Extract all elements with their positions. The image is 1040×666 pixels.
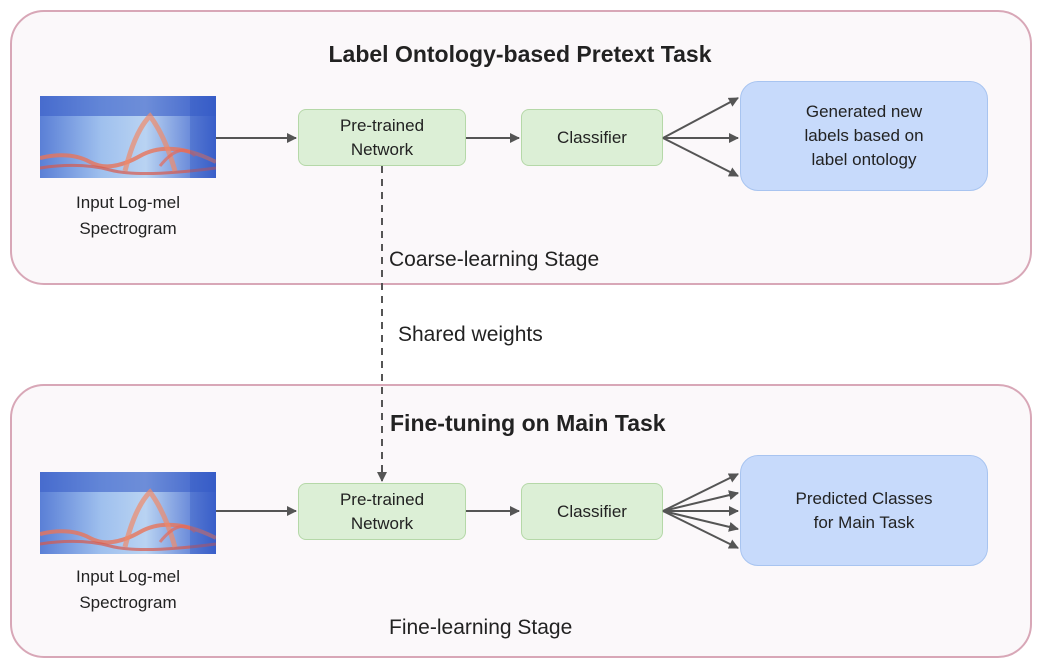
shared-weights-label: Shared weights (398, 323, 543, 346)
bottom-spectrogram-image (40, 472, 216, 554)
top-network-line1: Pre-trained (339, 115, 425, 135)
main-task-title: Fine-tuning on Main Task (390, 410, 666, 436)
bottom-classifier-to-output-arrow-4 (662, 510, 739, 532)
bottom-input-label-line1: Input Log-mel (76, 567, 180, 586)
bottom-classifier-to-output-arrow-1 (662, 473, 739, 512)
bottom-network-line2: Network (350, 513, 414, 533)
top-classifier-to-output-arrow-1 (662, 97, 739, 139)
top-input-label: Input Log-mel Spectrogram (33, 190, 223, 242)
bottom-pretrained-network-box: Pre-trained Network (298, 483, 466, 540)
top-classifier-box: Classifier (521, 109, 663, 166)
generated-labels-box: Generated new labels based on label onto… (740, 81, 988, 191)
top-input-label-line1: Input Log-mel (76, 193, 180, 212)
top-pretrained-network-box: Pre-trained Network (298, 109, 466, 166)
bottom-classifier-to-output-arrow-2 (662, 490, 739, 512)
generated-labels-line1: Generated new (805, 102, 923, 121)
pretext-task-title: Label Ontology-based Pretext Task (328, 41, 712, 67)
generated-labels-line3: label ontology (811, 150, 917, 169)
top-classifier-to-output-arrow-3 (662, 137, 739, 177)
top-network-line2: Network (350, 139, 414, 159)
predicted-classes-line1: Predicted Classes (795, 488, 933, 508)
top-input-label-line2: Spectrogram (79, 219, 177, 238)
predicted-classes-box: Predicted Classes for Main Task (740, 455, 988, 566)
bottom-input-label: Input Log-mel Spectrogram (33, 564, 223, 616)
fine-learning-caption: Fine-learning Stage (389, 616, 573, 639)
bottom-network-line1: Pre-trained (339, 489, 425, 509)
top-spectrogram-image (40, 96, 216, 178)
bottom-classifier-to-output-arrow-5 (662, 510, 739, 549)
predicted-classes-line2: for Main Task (813, 512, 915, 532)
generated-labels-line2: labels based on (804, 126, 924, 145)
bottom-input-label-line2: Spectrogram (79, 593, 177, 612)
bottom-classifier-box: Classifier (521, 483, 663, 540)
coarse-learning-caption: Coarse-learning Stage (389, 248, 600, 271)
